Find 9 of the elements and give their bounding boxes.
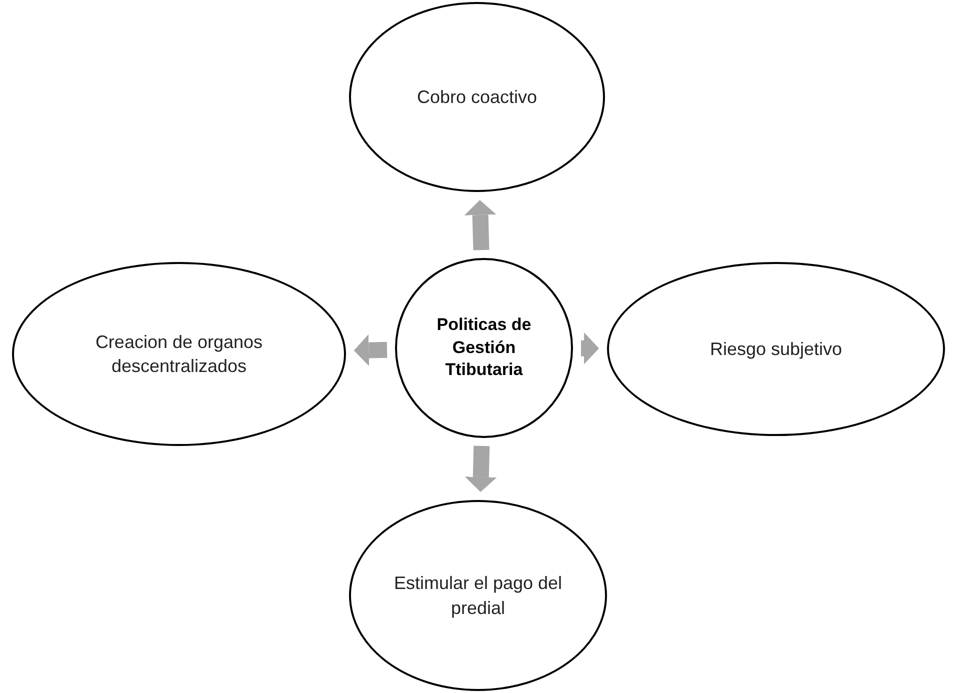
node-text: Riesgo subjetivo: [710, 338, 842, 361]
node-text: Estimular el pago del predial: [393, 572, 563, 620]
block-arrow: [464, 200, 496, 250]
node-text: Cobro coactivo: [416, 86, 538, 109]
node-text: Politicas de Gestión Ttibutaria: [436, 314, 532, 382]
node-text: Creacion de organos descentralizados: [94, 330, 264, 378]
block-arrow: [464, 446, 497, 492]
block-arrow: [354, 334, 388, 366]
block-arrow: [580, 332, 599, 364]
